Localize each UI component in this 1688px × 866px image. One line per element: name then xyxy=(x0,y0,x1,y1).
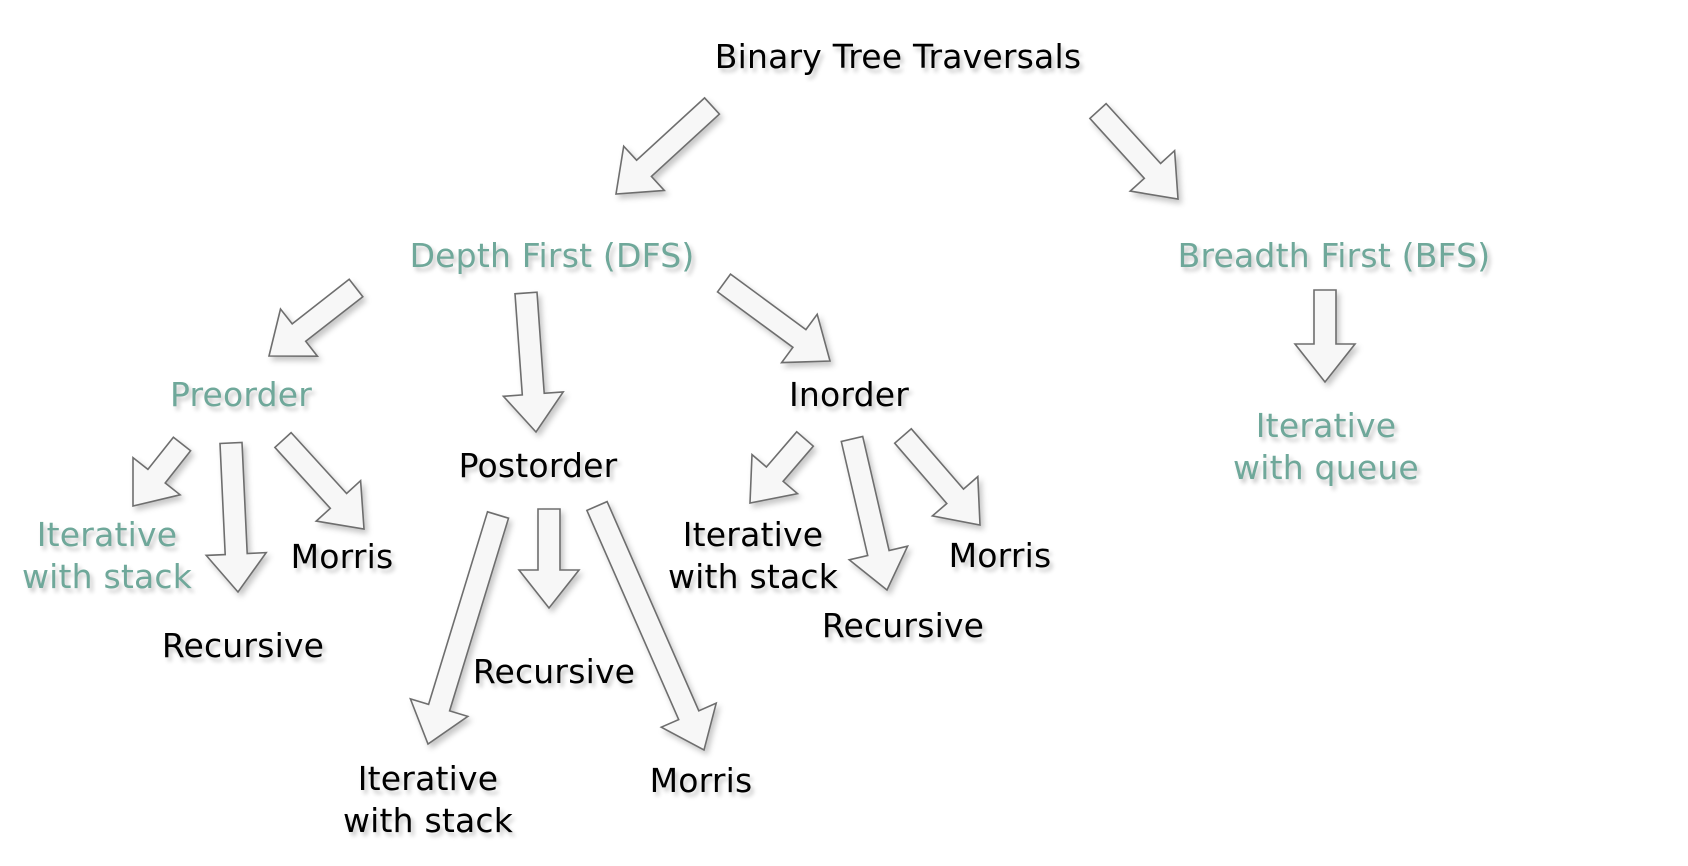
arrow-dfs-to-inorder xyxy=(716,272,832,364)
arrow-postorder-to-post-iterative xyxy=(409,510,510,746)
arrow-dfs-to-preorder xyxy=(267,278,364,358)
node-inorder-iterative: Iterative with stack xyxy=(667,515,839,596)
arrow-postorder-to-post-recursive xyxy=(517,508,581,610)
arrow-root-to-dfs xyxy=(615,96,721,195)
arrow-inorder-to-in-morris xyxy=(893,427,981,526)
node-preorder: Preorder xyxy=(169,375,313,414)
node-preorder-morris: Morris xyxy=(290,537,394,576)
arrow-preorder-to-pre-morris xyxy=(273,431,365,530)
node-postorder-morris: Morris xyxy=(649,761,753,800)
arrow-preorder-to-pre-iterative xyxy=(132,436,192,508)
node-depth-first: Depth First (DFS) xyxy=(409,236,695,275)
node-postorder: Postorder xyxy=(458,446,618,485)
node-breadth-first: Breadth First (BFS) xyxy=(1177,236,1491,275)
arrow-bfs-to-bfs-iterative xyxy=(1293,289,1357,384)
node-inorder: Inorder xyxy=(788,375,910,414)
node-postorder-iterative: Iterative with stack xyxy=(342,759,514,840)
arrow-preorder-to-pre-recursive xyxy=(204,441,268,594)
node-preorder-recursive: Recursive xyxy=(161,626,325,665)
node-postorder-recursive: Recursive xyxy=(472,652,636,691)
node-inorder-recursive: Recursive xyxy=(821,606,985,645)
arrow-inorder-to-in-iterative xyxy=(749,430,815,504)
arrow-inorder-to-in-recursive xyxy=(840,435,910,592)
arrow-dfs-to-postorder xyxy=(501,291,565,434)
arrow-root-to-bfs xyxy=(1088,102,1179,200)
node-inorder-morris: Morris xyxy=(948,536,1052,575)
node-preorder-iterative: Iterative with stack xyxy=(21,515,193,596)
node-binary-tree-traversals: Binary Tree Traversals xyxy=(714,37,1082,76)
node-bfs-iterative-queue: Iterative with queue xyxy=(1233,406,1419,487)
arrow-postorder-to-post-morris xyxy=(585,500,718,752)
